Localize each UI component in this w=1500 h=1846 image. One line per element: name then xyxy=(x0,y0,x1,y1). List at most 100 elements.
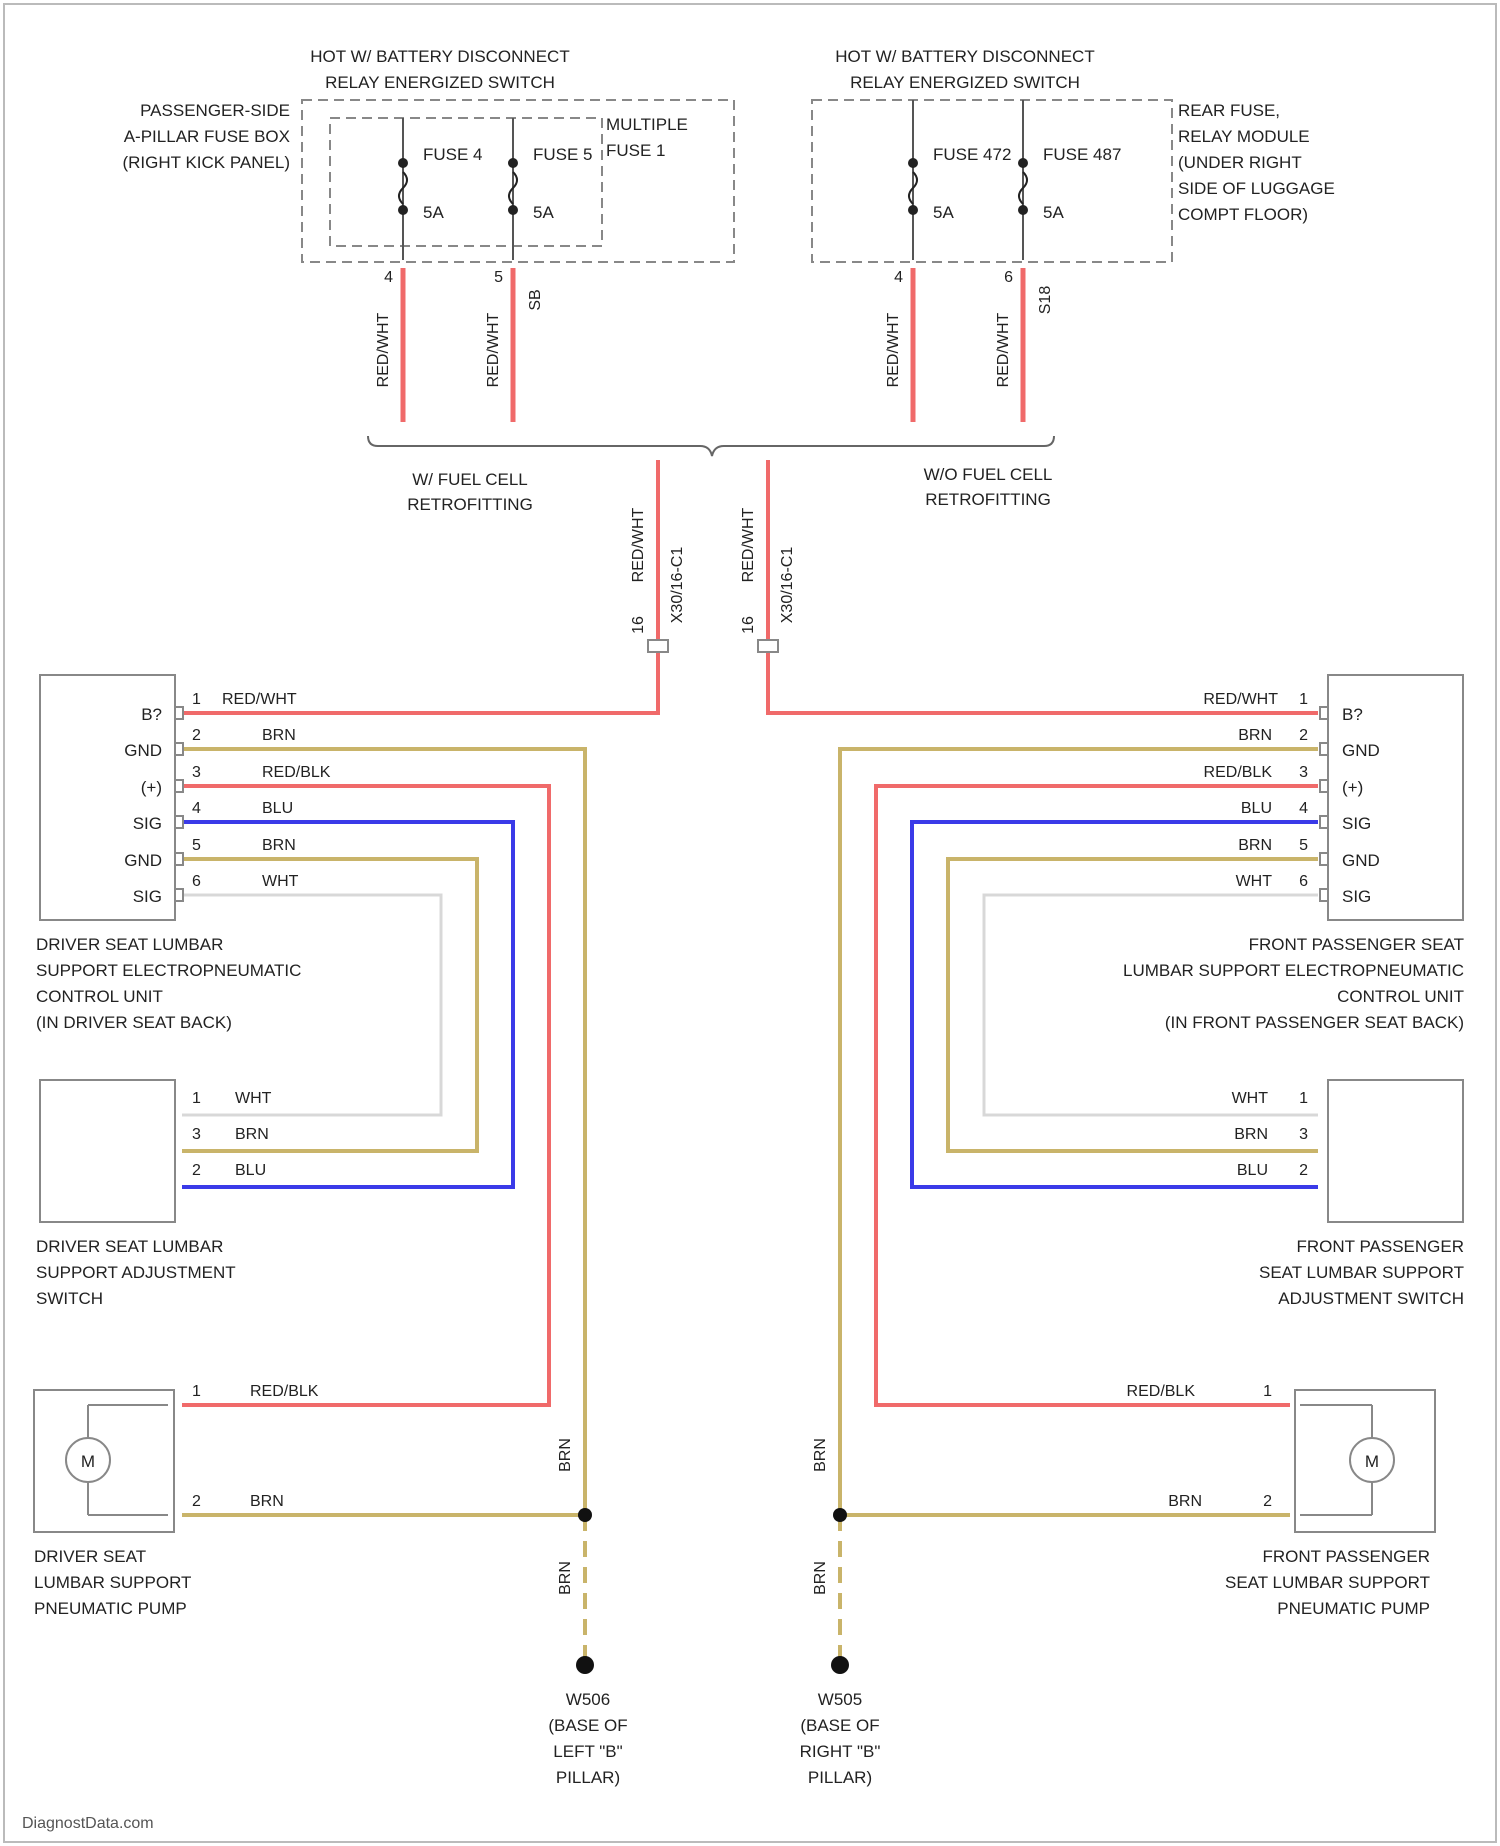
tl-fusebox-label-3: (RIGHT KICK PANEL) xyxy=(122,153,290,172)
driver-switch-pin-b-wire: BRN xyxy=(235,1126,269,1143)
tr-header-line-2: RELAY ENERGIZED SWITCH xyxy=(850,73,1080,92)
left-feed-connector: X30/16-C1 xyxy=(669,547,686,624)
pin-stub xyxy=(175,853,183,865)
driver-cu-pin6-number: 6 xyxy=(192,873,201,890)
driver-cu-pin5-number: 5 xyxy=(192,837,201,854)
driver-cu-label-1: DRIVER SEAT LUMBAR xyxy=(36,935,223,954)
passenger-ground-label-1: W505 xyxy=(818,1690,862,1709)
passenger-pump-label-1: FRONT PASSENGER xyxy=(1262,1547,1430,1566)
driver-ground-label-2: (BASE OF xyxy=(548,1716,627,1735)
passenger-cu-pin6-wire: WHT xyxy=(1236,873,1273,890)
right-feed-connector: X30/16-C1 xyxy=(779,547,796,624)
tr-fusebox-label-2: RELAY MODULE xyxy=(1178,127,1310,146)
passenger-cu-pin4-wire: BLU xyxy=(1241,800,1272,817)
passenger-switch-pin-c-wire: BLU xyxy=(1237,1162,1268,1179)
driver-pump-pin2-wire: BRN xyxy=(250,1493,284,1510)
tl-multiple-fuse-2: FUSE 1 xyxy=(606,141,666,160)
passenger-splice-node xyxy=(833,1508,847,1522)
tr-feed-b-label: RED/WHT xyxy=(995,312,1012,387)
left-feed-pin: 16 xyxy=(630,616,647,634)
tl-fuse-b-connector: SB xyxy=(527,289,544,310)
passenger-switch-pin-b-wire: BRN xyxy=(1234,1126,1268,1143)
passenger-cu-pin6-number: 6 xyxy=(1299,873,1308,890)
passenger-switch-pin-c-number: 2 xyxy=(1299,1162,1308,1179)
driver-cu-pin1-number: 1 xyxy=(192,691,201,708)
passenger-cu-label-1: FRONT PASSENGER SEAT xyxy=(1249,935,1464,954)
passenger-cu-pin2-wire: BRN xyxy=(1238,727,1272,744)
passenger-pump-pin2-number: 2 xyxy=(1263,1493,1272,1510)
passenger-cu-pin6-name: SIG xyxy=(1342,887,1371,906)
pin-stub xyxy=(1320,780,1328,792)
tr-fuse-a-node-top xyxy=(908,158,918,168)
passenger-cu-pin5-number: 5 xyxy=(1299,837,1308,854)
passenger-cu-pin2-number: 2 xyxy=(1299,727,1308,744)
driver-motor-symbol: M xyxy=(81,1452,95,1471)
tl-fuse-b-node-bottom xyxy=(508,205,518,215)
passenger-switch-pin-a-number: 1 xyxy=(1299,1090,1308,1107)
driver-ground-upper-label: BRN xyxy=(557,1438,574,1472)
passenger-ground-upper-label: BRN xyxy=(812,1438,829,1472)
driver-pump-label-2: LUMBAR SUPPORT xyxy=(34,1573,191,1592)
driver-switch-pin-c-wire: BLU xyxy=(235,1162,266,1179)
driver-pump-pin1-number: 1 xyxy=(192,1383,201,1400)
driver-cu-label-4: (IN DRIVER SEAT BACK) xyxy=(36,1013,232,1032)
driver-splice-node xyxy=(578,1508,592,1522)
tr-fusebox-label-3: (UNDER RIGHT xyxy=(1178,153,1302,172)
passenger-cu-pin5-wire: BRN xyxy=(1238,837,1272,854)
passenger-pump-pin2-wire: BRN xyxy=(1168,1493,1202,1510)
tl-fuse-b-name: FUSE 5 xyxy=(533,145,593,164)
right-feed-connector-symbol xyxy=(758,640,778,652)
tl-fuse-b-pin: 5 xyxy=(494,269,503,286)
tr-fuse-b-node-top xyxy=(1018,158,1028,168)
tl-header-line-2: RELAY ENERGIZED SWITCH xyxy=(325,73,555,92)
tr-fusebox-label-5: COMPT FLOOR) xyxy=(1178,205,1308,224)
pin-stub xyxy=(1320,889,1328,901)
passenger-cu-pin3-name: (+) xyxy=(1342,778,1363,797)
tr-fuse-b-name: FUSE 487 xyxy=(1043,145,1121,164)
passenger-cu-pin2-name: GND xyxy=(1342,741,1380,760)
tr-fuse-a-pin: 4 xyxy=(894,269,903,286)
tr-fuse-b-pin: 6 xyxy=(1004,269,1013,286)
driver-cu-pin2-name: GND xyxy=(124,741,162,760)
pin-stub xyxy=(175,780,183,792)
tl-fusebox-label-1: PASSENGER-SIDE xyxy=(140,101,290,120)
driver-switch-label-1: DRIVER SEAT LUMBAR xyxy=(36,1237,223,1256)
driver-pump-pin2-number: 2 xyxy=(192,1493,201,1510)
right-feed-pin: 16 xyxy=(740,616,757,634)
driver-pump-label-3: PNEUMATIC PUMP xyxy=(34,1599,187,1618)
driver-switch-pin-a-number: 1 xyxy=(192,1090,201,1107)
driver-cu-pin6-wire: WHT xyxy=(262,873,299,890)
tr-feed-a-label: RED/WHT xyxy=(885,312,902,387)
driver-cu-pin2-wire: BRN xyxy=(262,727,296,744)
tl-header-line-1: HOT W/ BATTERY DISCONNECT xyxy=(310,47,569,66)
option-with-line-1: W/ FUEL CELL xyxy=(412,470,528,489)
driver-switch-pin-b-number: 3 xyxy=(192,1126,201,1143)
driver-pump-label-1: DRIVER SEAT xyxy=(34,1547,146,1566)
passenger-pump-pin1-number: 1 xyxy=(1263,1383,1272,1400)
pin-stub xyxy=(1320,816,1328,828)
tr-fusebox-label-1: REAR FUSE, xyxy=(1178,101,1280,120)
passenger-ground-label-2: (BASE OF xyxy=(800,1716,879,1735)
passenger-ground-label-4: PILLAR) xyxy=(808,1768,872,1787)
driver-cu-pin1-wire: RED/WHT xyxy=(222,691,297,708)
passenger-cu-label-4: (IN FRONT PASSENGER SEAT BACK) xyxy=(1165,1013,1464,1032)
tr-fusebox-label-4: SIDE OF LUGGAGE xyxy=(1178,179,1335,198)
driver-cu-pin3-number: 3 xyxy=(192,764,201,781)
passenger-cu-pin5-name: GND xyxy=(1342,851,1380,870)
driver-ground-label-4: PILLAR) xyxy=(556,1768,620,1787)
option-without-line-1: W/O FUEL CELL xyxy=(924,465,1053,484)
diagram-border xyxy=(4,4,1496,1842)
driver-ground-lower-label: BRN xyxy=(557,1561,574,1595)
driver-ground-label-3: LEFT "B" xyxy=(553,1742,622,1761)
driver-cu-pin3-name: (+) xyxy=(141,778,162,797)
passenger-switch-box xyxy=(1328,1080,1463,1222)
passenger-cu-label-2: LUMBAR SUPPORT ELECTROPNEUMATIC xyxy=(1123,961,1464,980)
driver-cu-label-2: SUPPORT ELECTROPNEUMATIC xyxy=(36,961,301,980)
tl-fuse-a-node-top xyxy=(398,158,408,168)
passenger-ground-label-3: RIGHT "B" xyxy=(800,1742,881,1761)
passenger-pump-label-2: SEAT LUMBAR SUPPORT xyxy=(1225,1573,1430,1592)
passenger-pump-label-3: PNEUMATIC PUMP xyxy=(1277,1599,1430,1618)
driver-cu-pin5-name: GND xyxy=(124,851,162,870)
tl-fuse-b-node-top xyxy=(508,158,518,168)
driver-cu-pin4-name: SIG xyxy=(133,814,162,833)
